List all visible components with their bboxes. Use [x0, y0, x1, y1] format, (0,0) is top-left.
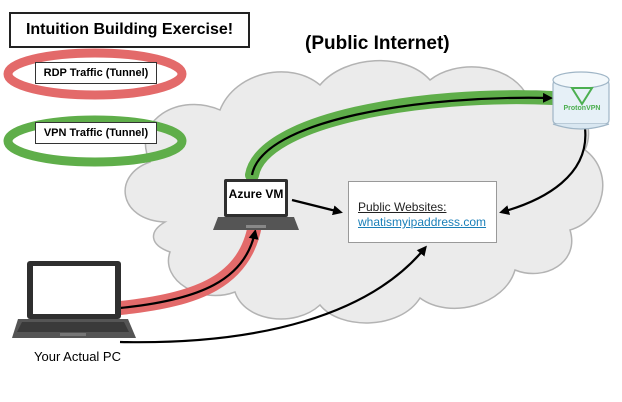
rdp-connection-line — [119, 229, 259, 310]
pc-to-websites-arrow — [119, 245, 427, 344]
azure-vm-label: Azure VM — [228, 187, 284, 201]
pc-laptop-icon — [12, 261, 136, 338]
rdp-legend-label: RDP Traffic (Tunnel) — [35, 62, 157, 84]
protonvpn-logo-icon — [570, 87, 594, 106]
azure-vm-laptop-icon — [213, 179, 299, 230]
your-pc-label: Your Actual PC — [34, 349, 121, 364]
rdp-legend-ring — [3, 48, 187, 100]
protonvpn-to-websites-arrow — [499, 127, 587, 215]
public-internet-label: (Public Internet) — [305, 33, 450, 54]
protonvpn-server-icon — [552, 71, 610, 130]
whatismyipaddress-link[interactable]: whatismyipaddress.com — [358, 215, 487, 229]
public-websites-title: Public Websites: — [358, 200, 447, 214]
exercise-title: Intuition Building Exercise! — [9, 12, 250, 48]
vpn-connection-line — [250, 92, 553, 176]
vm-to-websites-arrow — [291, 198, 343, 216]
vpn-legend-ring — [3, 115, 187, 167]
public-websites-box: Public Websites: whatismyipaddress.com — [348, 181, 497, 243]
protonvpn-label: ProtonVPN — [563, 105, 601, 112]
vpn-legend-label: VPN Traffic (Tunnel) — [35, 122, 157, 144]
